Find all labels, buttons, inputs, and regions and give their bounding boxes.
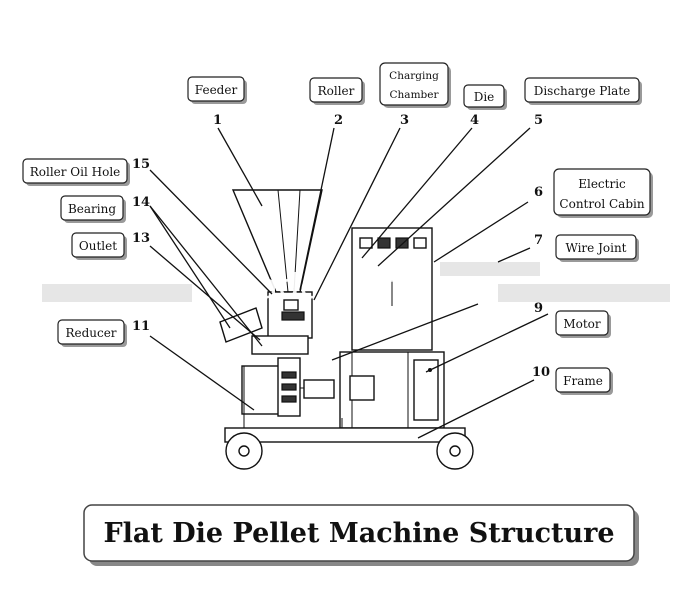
- svg-text:Charging: Charging: [389, 70, 439, 82]
- part-number-7: 7: [534, 233, 543, 248]
- part-number-10: 10: [532, 365, 550, 380]
- part-number-2: 2: [334, 113, 343, 128]
- svg-text:Bearing: Bearing: [68, 202, 116, 216]
- title-banner: Flat Die Pellet Machine Structure: [83, 504, 639, 566]
- part-number-13: 13: [132, 231, 150, 246]
- frame: [224, 427, 466, 443]
- part-number-5: 5: [534, 113, 543, 128]
- svg-text:Motor: Motor: [563, 317, 601, 331]
- svg-text:Die: Die: [474, 90, 495, 104]
- label-feeder: Feeder: [187, 76, 247, 104]
- label-bearing: Bearing: [60, 195, 126, 223]
- label-roller-oil-hole: Roller Oil Hole: [22, 158, 130, 186]
- label-charging-chamber: Charging Chamber: [379, 62, 451, 108]
- outlet-chute: [219, 307, 263, 343]
- svg-text:Feeder: Feeder: [195, 83, 238, 97]
- svg-text:Reducer: Reducer: [65, 326, 116, 340]
- svg-text:Control Cabin: Control Cabin: [559, 197, 644, 211]
- diagram-title: Flat Die Pellet Machine Structure: [103, 518, 614, 549]
- part-number-15: 15: [132, 157, 150, 172]
- part-number-9: 9: [534, 301, 543, 316]
- label-electric-control-cabin: Electric Control Cabin: [553, 168, 653, 218]
- bearing-housing: [251, 335, 309, 355]
- part-number-11: 11: [132, 319, 150, 334]
- label-motor: Motor: [555, 310, 611, 338]
- svg-text:Outlet: Outlet: [79, 239, 117, 253]
- part-number-1: 1: [213, 113, 222, 128]
- part-labels: Feeder Roller Charging Chamber Die Disch…: [22, 62, 653, 395]
- part-number-6: 6: [534, 185, 543, 200]
- svg-text:Roller: Roller: [318, 84, 355, 98]
- svg-text:Wire Joint: Wire Joint: [565, 241, 626, 255]
- part-number-3: 3: [400, 113, 409, 128]
- svg-text:Discharge Plate: Discharge Plate: [534, 84, 631, 98]
- svg-text:Frame: Frame: [563, 374, 603, 388]
- part-number-4: 4: [470, 113, 479, 128]
- watermark: trade.china.cn: [42, 262, 670, 307]
- label-roller: Roller: [309, 77, 365, 105]
- svg-text:Roller Oil Hole: Roller Oil Hole: [30, 165, 121, 179]
- label-discharge-plate: Discharge Plate: [524, 77, 642, 105]
- part-number-14: 14: [132, 195, 150, 210]
- svg-text:Chamber: Chamber: [390, 89, 440, 101]
- label-die: Die: [463, 84, 507, 110]
- machine-drawing: [219, 189, 474, 470]
- part-numbers: 1 2 3 4 5 6 7 9 10 11 13 14 15: [132, 113, 550, 380]
- label-wire-joint: Wire Joint: [555, 234, 639, 262]
- label-outlet: Outlet: [71, 232, 127, 260]
- label-reducer: Reducer: [57, 319, 127, 347]
- svg-text:Electric: Electric: [578, 177, 626, 191]
- watermark-text: trade.china.cn: [230, 267, 475, 307]
- label-frame: Frame: [555, 367, 613, 395]
- leader-lines: [149, 127, 549, 439]
